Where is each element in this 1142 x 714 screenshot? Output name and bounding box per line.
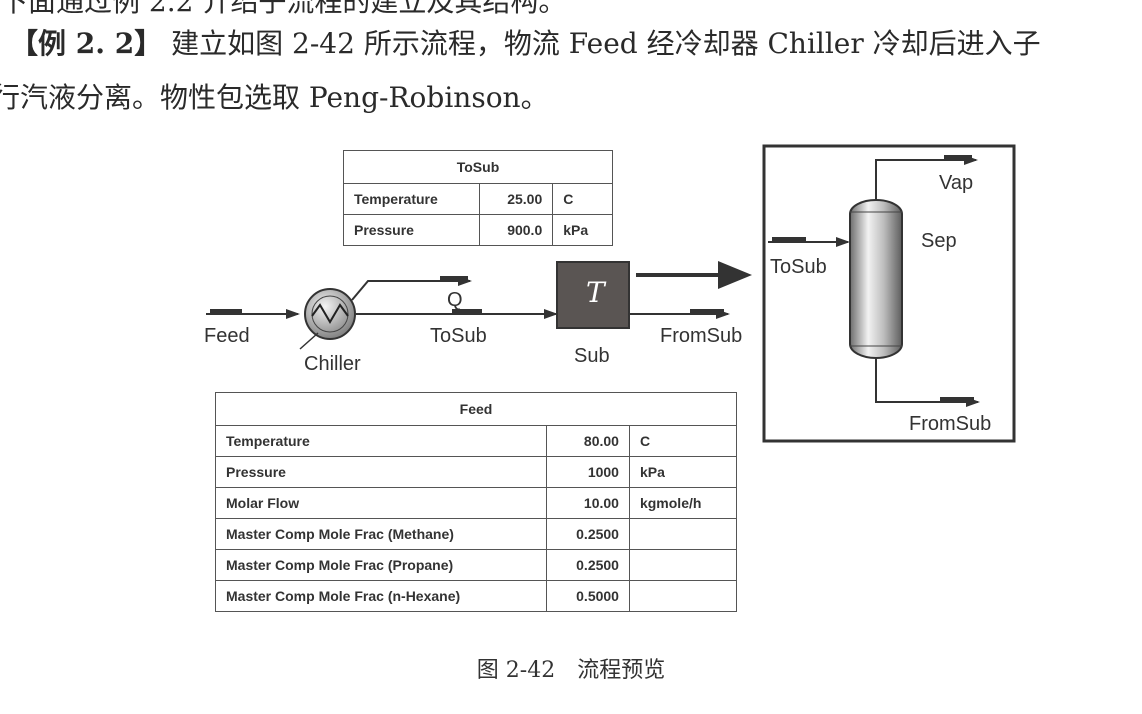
property-value: 80.00 — [546, 425, 630, 457]
tosub-label: ToSub — [430, 325, 487, 347]
property-unit: C — [628, 425, 738, 457]
feed-label: Feed — [204, 325, 250, 347]
feed-property-table: Feed Temperature 80.00 C Pressure 1000 k… — [214, 392, 738, 612]
property-value: 1000 — [546, 456, 630, 488]
sub-fromsub-label: FromSub — [909, 413, 992, 435]
property-name: Master Comp Mole Frac (n-Hexane) — [214, 580, 548, 612]
example-text-line-2: 行汽液分离。物性包选取 Peng-Robinson。 — [0, 81, 549, 114]
property-value: 900.0 — [479, 214, 554, 246]
table-row: Master Comp Mole Frac (Methane) 0.2500 — [214, 518, 738, 550]
table-row: Temperature 80.00 C — [214, 425, 738, 457]
table-row: Master Comp Mole Frac (n-Hexane) 0.5000 — [214, 580, 738, 612]
tosub-property-table: ToSub Temperature 25.00 C Pressure 900.0… — [342, 150, 613, 246]
sub-fromsub-stream — [875, 356, 980, 407]
chiller-label: Chiller — [304, 353, 361, 375]
feed-stream — [206, 309, 300, 319]
property-name: Molar Flow — [214, 487, 548, 519]
property-unit — [628, 580, 738, 612]
sub-label: Sub — [574, 345, 610, 367]
property-name: Temperature — [342, 183, 481, 215]
table-title-row: ToSub — [343, 150, 613, 184]
property-unit: C — [552, 183, 613, 215]
vap-stream — [875, 155, 978, 200]
q-energy-stream — [351, 276, 472, 301]
property-name: Master Comp Mole Frac (Propane) — [214, 549, 548, 581]
subflowsheet-frame — [762, 144, 1016, 443]
sub-tosub-stream — [768, 237, 850, 247]
subflowsheet-link-arrow — [636, 261, 752, 289]
table-row: Molar Flow 10.00 kgmole/h — [214, 487, 738, 519]
sub-block-icon — [556, 261, 630, 329]
table-row: Temperature 25.00 C — [342, 183, 613, 215]
vap-label: Vap — [939, 172, 974, 194]
tosub-stream — [356, 309, 558, 319]
figure-caption: 图 2-42 流程预览 — [476, 658, 666, 683]
sub-icon-letter: T — [586, 276, 605, 309]
property-value: 0.5000 — [546, 580, 630, 612]
property-name: Temperature — [214, 425, 548, 457]
property-value: 0.2500 — [546, 518, 630, 550]
property-unit: kPa — [552, 214, 613, 246]
property-value: 25.00 — [479, 183, 554, 215]
sep-label: Sep — [921, 230, 957, 252]
table-row: Pressure 900.0 kPa — [342, 214, 613, 246]
table-row: Pressure 1000 kPa — [214, 456, 738, 488]
property-value: 10.00 — [546, 487, 630, 519]
property-unit: kgmole/h — [628, 487, 738, 519]
property-name: Pressure — [214, 456, 548, 488]
intro-text-line: 下面通过例 2.2 介绍子流程的建立及其结构。 — [0, 0, 567, 18]
property-name: Master Comp Mole Frac (Methane) — [214, 518, 548, 550]
chiller-icon — [299, 288, 356, 350]
property-unit — [628, 549, 738, 581]
fromsub-stream — [629, 309, 730, 319]
property-name: Pressure — [342, 214, 481, 246]
separator-vessel-icon — [849, 199, 903, 359]
tosub-table-title: ToSub — [343, 150, 613, 184]
example-label: 【例 2. 2】 — [10, 27, 163, 60]
table-row: Master Comp Mole Frac (Propane) 0.2500 — [214, 549, 738, 581]
property-unit — [628, 518, 738, 550]
feed-table-title: Feed — [215, 392, 737, 426]
q-label: Q — [447, 289, 463, 311]
fromsub-label: FromSub — [660, 325, 743, 347]
example-sentence: 建立如图 2-42 所示流程，物流 Feed 经冷却器 Chiller 冷却后进… — [162, 27, 1041, 60]
table-title-row: Feed — [215, 392, 737, 426]
example-text-line: 【例 2. 2】 建立如图 2-42 所示流程，物流 Feed 经冷却器 Chi… — [10, 22, 1041, 62]
property-value: 0.2500 — [546, 549, 630, 581]
property-unit: kPa — [628, 456, 738, 488]
sub-tosub-label: ToSub — [770, 256, 827, 278]
